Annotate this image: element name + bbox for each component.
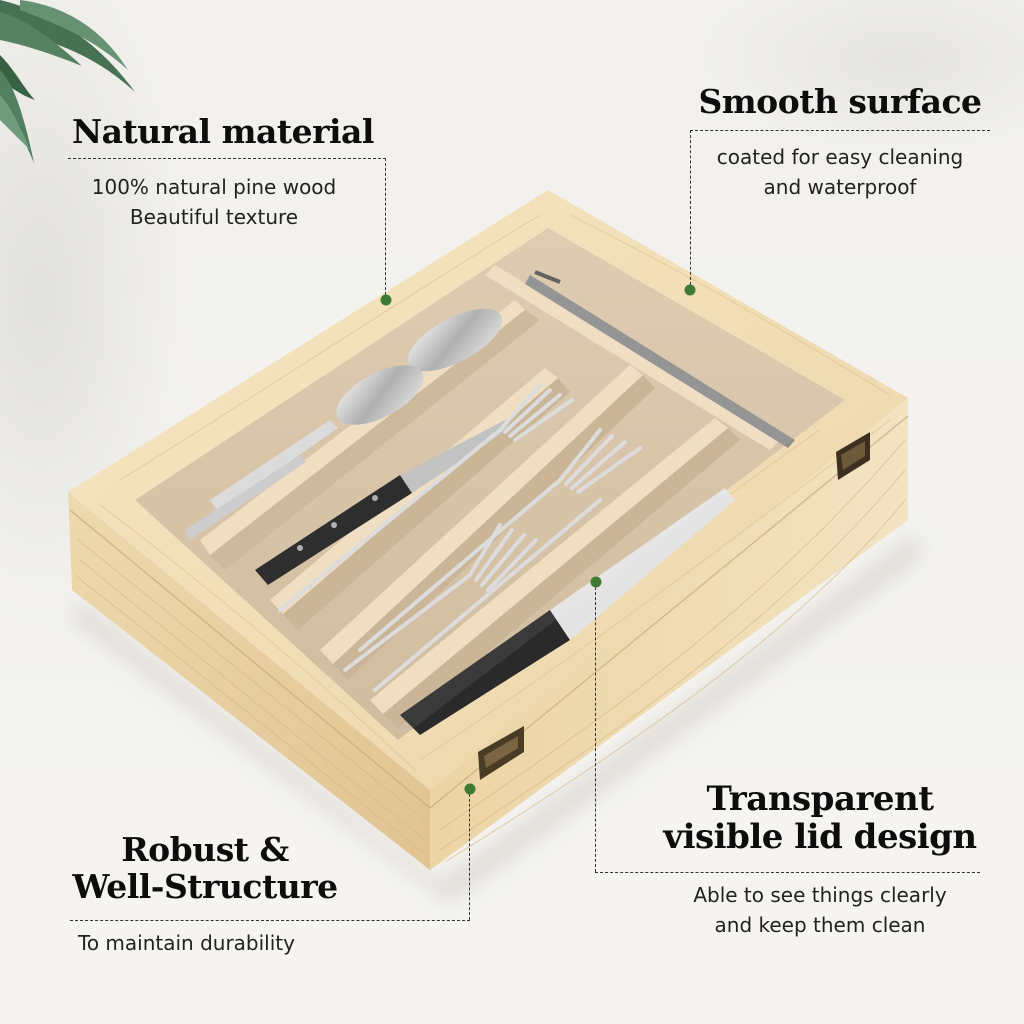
green-dot-icon: [684, 284, 696, 296]
desc-line: Able to see things clearly: [693, 883, 947, 907]
callout-title: Smooth surface: [698, 82, 982, 121]
callout-desc: 100% natural pine wood Beautiful texture: [68, 172, 360, 232]
desc-line: Beautiful texture: [129, 205, 299, 229]
leader-line: [70, 920, 470, 921]
desc-line: 100% natural pine wood: [91, 175, 337, 199]
callout-desc: Able to see things clearly and keep them…: [660, 880, 980, 940]
leader-line: [595, 872, 980, 873]
leader-line: [690, 130, 691, 290]
cutlery-contents: [185, 270, 795, 735]
callout-robust: Robust & Well-Structure: [70, 830, 340, 906]
hinge-left-icon: [478, 726, 524, 780]
leader-line: [595, 582, 596, 872]
green-dot-icon: [590, 576, 602, 588]
desc-line: To maintain durability: [78, 931, 295, 955]
callout-desc: To maintain durability: [78, 928, 378, 958]
callout-title-line: visible lid design: [663, 817, 977, 858]
green-dot-icon: [380, 294, 392, 306]
leader-line: [68, 158, 386, 159]
callout-desc: coated for easy cleaning and waterproof: [692, 142, 988, 202]
callout-title: Natural material: [72, 112, 374, 151]
desc-line: and keep them clean: [714, 913, 926, 937]
callout-natural-material: Natural material: [68, 112, 388, 151]
callout-title-line: Transparent: [706, 779, 934, 819]
hinge-right-icon: [836, 432, 870, 480]
desc-line: coated for easy cleaning: [716, 145, 964, 169]
leader-line: [469, 789, 470, 920]
desc-line: and waterproof: [763, 175, 917, 199]
leader-line: [385, 158, 386, 300]
box-front-left-side: [68, 492, 430, 870]
callout-title-line: Robust &: [121, 830, 289, 869]
box-front-right-side: [430, 398, 908, 870]
callout-smooth-surface: Smooth surface: [690, 82, 990, 121]
green-dot-icon: [464, 783, 476, 795]
callout-title-line: Well-Structure: [72, 866, 338, 906]
leader-line: [690, 130, 990, 131]
callout-transparent: Transparent visible lid design: [640, 780, 1000, 856]
